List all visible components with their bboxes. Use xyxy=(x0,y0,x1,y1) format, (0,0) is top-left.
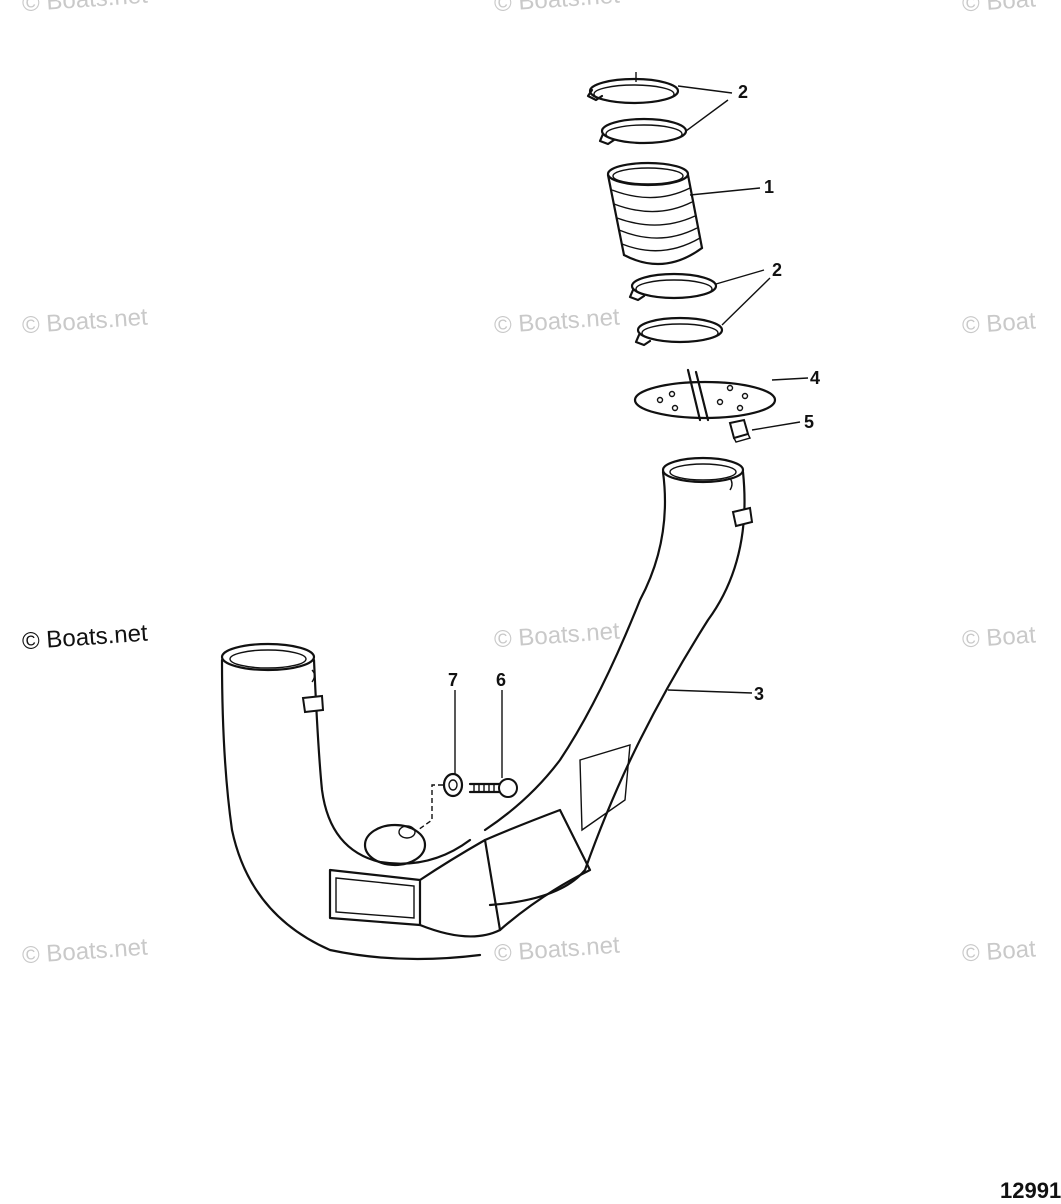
callout-1: 1 xyxy=(764,177,775,197)
figure-number: 12991 xyxy=(1000,1178,1061,1203)
callout-4: 4 xyxy=(810,368,821,388)
callout-5: 5 xyxy=(804,412,815,432)
callout-3: 3 xyxy=(754,684,765,704)
exhaust-hose xyxy=(606,161,704,266)
upper-hose-clamp-1 xyxy=(586,72,680,105)
screw xyxy=(468,778,518,798)
exhaust-flapper xyxy=(633,368,777,422)
exhaust-pipe xyxy=(220,456,754,961)
callout-2: 2 xyxy=(738,82,749,102)
leader-lines xyxy=(454,85,809,778)
callout-7: 7 xyxy=(448,670,459,690)
exhaust-pad xyxy=(728,418,752,443)
washer xyxy=(442,772,464,798)
lower-hose-clamp-1 xyxy=(628,272,718,302)
callout-2: 2 xyxy=(772,260,783,280)
callout-6: 6 xyxy=(496,670,507,690)
upper-hose-clamp-2 xyxy=(598,117,688,146)
lower-hose-clamp-2 xyxy=(634,316,724,347)
